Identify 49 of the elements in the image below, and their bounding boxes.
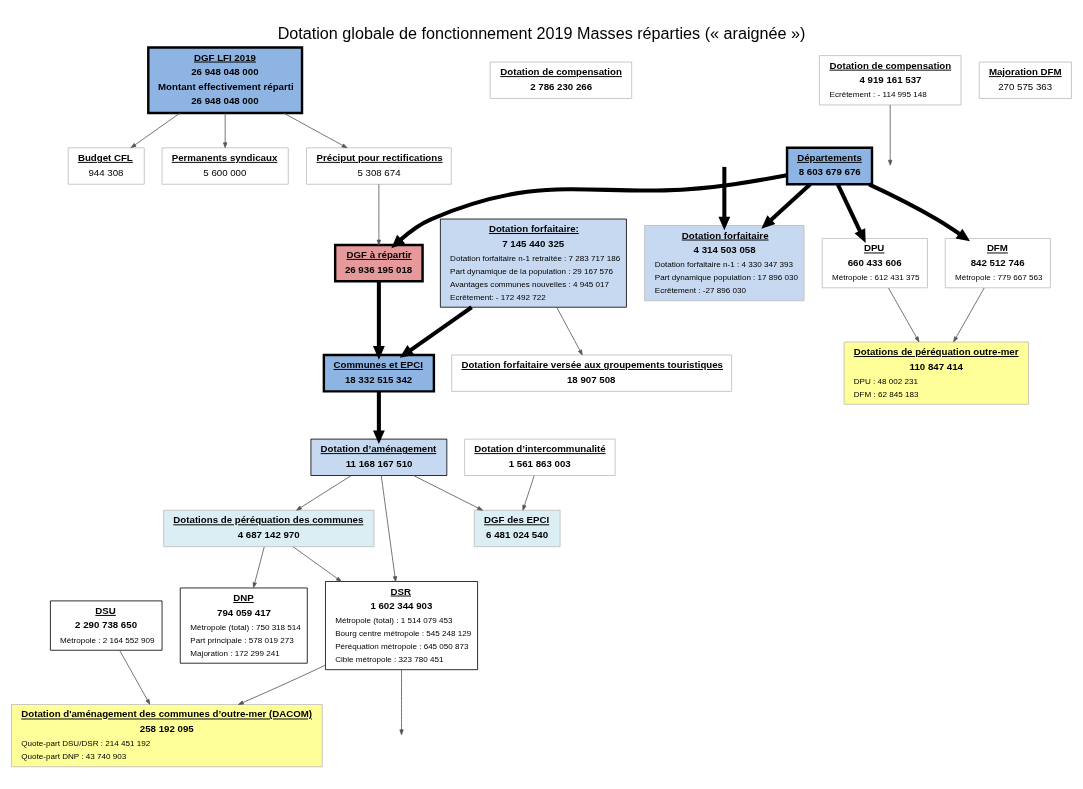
arrow [556,306,583,355]
node-box: DGF LFI 2019 26 948 048 000 Montant effectivement réparti 26 948 048 000 [147,45,304,114]
arrow [953,287,985,342]
arrow [761,182,812,229]
arrow [283,112,348,148]
arrow [380,474,398,582]
node-box: DFM 842 512 746 Métropole : 779 667 563 [944,237,1051,288]
node-box: Permanents syndicaux 5 600 000 [161,146,289,185]
arrow [223,112,228,148]
node-box: Dotation d'aménagement des communes d’outre-mer (DACOM) 258 192 095 Quote-part DSU/DSR : 214 451 192 Quote-part DNP : 43 740 903 [11,703,323,767]
arrow [718,166,731,230]
node-box: Préciput pour rectifications 5 308 674 [306,146,452,185]
node-box: DSR 1 602 344 903 Métropole (total) : 1 514 079 453 Bourg centre métropole : 545 248 129 Péréquation métropole : 645 050 873 Cible métropole : 323 780 451 [325,580,478,670]
node-box: DPU 660 433 606 Métropole : 612 431 375 [821,237,928,288]
node-box: Dotation forfaitaire: 7 145 440 325 Dotation forfaitaire n-1 retraitée : 7 283 717 186 Part dynamique de la population : 29 167 576 Avantages communes nouvelles : 4 945 017 Ecrêtement: - 172 492 722 [439,218,627,308]
arrow [238,664,326,705]
arrow [372,390,385,444]
arrow [868,182,971,241]
arrow [836,182,866,243]
node-box: Dotation forfaitaire 4 314 503 058 Dotation forfaitaire n-1 : 4 330 347 393 Part dynamique population : 17 896 030 Ecrêtement : -27 896 030 [644,224,805,301]
arrow [376,183,381,245]
arrow [296,474,352,511]
node-box: Dotations de péréquation outre-mer 110 847 414 DPU : 48 002 231 DFM : 62 845 183 [843,341,1029,405]
arrow [391,172,788,248]
node-box: Communes et EPCI 18 332 515 342 [322,353,436,393]
node-box: DGF des EPCI 6 481 024 540 [473,509,561,547]
arrow [372,280,385,360]
node-box: Dotation d’intercommunalité 1 561 863 003 [464,438,616,476]
arrow [888,287,920,342]
arrow [399,305,473,358]
arrow [119,649,151,705]
diagram-title: Dotation globale de fonctionnement 2019 Masses réparties (« araignée ») [277,23,806,42]
node-box: Dotation d’aménagement 11 168 167 510 [310,438,448,476]
node-box: Dotation forfaitaire versée aux groupements touristiques 18 907 508 [451,354,733,392]
node-box: Dotation de compensation 2 786 230 266 [489,61,633,99]
arrow [522,474,535,511]
arrow [413,474,483,511]
arrow [292,545,342,582]
arrow [888,104,893,166]
node-box: DSU 2 290 738 650 Métropole : 2 164 552 909 [50,600,163,651]
node-box: Budget CFL 944 308 [67,146,145,185]
node-box: Dotations de péréquation des communes 4 687 142 970 [163,509,375,547]
arrow [252,545,265,588]
arrow [130,112,181,148]
node-box: DNP 794 059 417 Métropole (total) : 750 318 514 Part principale : 578 019 273 Majoration : 172 299 241 [179,587,308,664]
node-box: DGF à répartir 26 936 195 018 [333,243,424,283]
node-box: Majoration DFM 270 575 363 [978,61,1072,99]
node-box: Départements 8 603 679 676 [785,146,874,185]
node-box: Dotation de compensation 4 919 161 537 Ecrêtement : - 114 995 148 [819,54,962,105]
